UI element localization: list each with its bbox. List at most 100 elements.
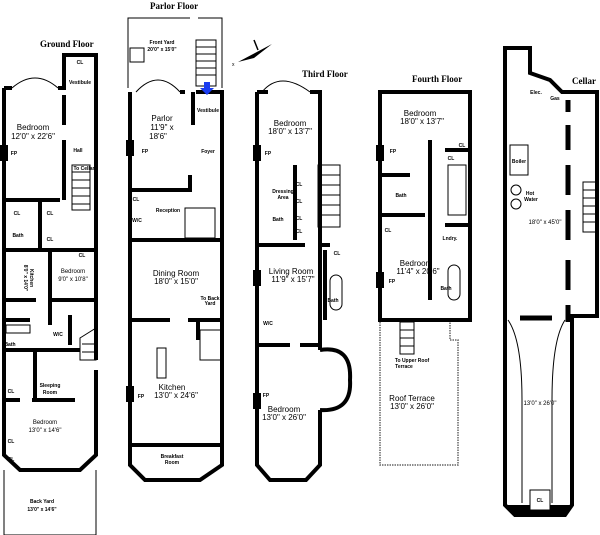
ground-room-label: Room [43,390,58,396]
ground-kitchen-label: Kitchen [28,269,34,287]
third-fp-label: FP [265,151,272,157]
ground-vestibule-label: Vestibule [69,80,91,86]
roof-terrace-size: 13'0" x 26'0" [390,402,434,411]
ground-wc-label: W/C [53,332,63,338]
third-floor-plan [253,80,353,482]
ground-bedroom3-label: Bedroom [33,420,57,426]
fourth-bedroom-label: Bedroom [404,109,437,118]
fourth-cl-label: CL [448,156,455,162]
breakfast-room-label: Room [165,460,180,466]
ground-cl-label: CL [79,253,86,259]
water-label: Water [524,197,538,203]
dressing-area-label: Area [277,195,288,201]
cellar-main-size: 18'0" x 45'0" [529,220,562,226]
third-bedroom2-label: Bedroom [268,405,301,414]
fourth-floor-plan [376,90,472,466]
parlor-wc-label: W/C [132,218,142,224]
third-bedroom2-size: 13'0" x 26'0" [262,413,306,422]
parlor-floor-plan [126,17,224,482]
back-yard-label: Back Yard [30,499,54,505]
ground-bedroom2-label: Bedroom [61,269,85,275]
fourth-bath-label: Bath [440,286,451,292]
ground-cl-label: CL [14,211,21,217]
laundry-label: Lndry. [443,236,459,242]
third-cl-label: CL [334,251,341,257]
boiler-label: Boiler [512,159,526,165]
parlor-label: Parlor [151,114,173,123]
third-bath-label: Bath [327,298,338,304]
fourth-bedroom2-size: 11'4" x 20'6" [396,267,439,276]
compass-north-arrow-icon: x [232,39,272,68]
gas-label: Gas [550,96,560,102]
third-bath-label: Bath [272,217,283,223]
ground-cl-label: CL [77,60,84,66]
dining-room-label: Dining Room [153,269,200,278]
ground-cl-label: CL [8,457,15,463]
kitchen-fp-label: FP [138,394,145,400]
fourth-bedroom-size: 18'0" x 13'7" [400,117,444,126]
living-room-label: Living Room [269,267,314,276]
third-bedroom-size: 18'0" x 13'7" [268,127,312,136]
ground-bath-label: Bath [12,233,23,239]
foyer-label: Foyer [201,149,215,155]
fourth-bath-label: Bath [395,193,406,199]
fourth-cl-label: CL [385,228,392,234]
ground-floor-title: Ground Floor [40,39,94,49]
fourth-fp-label: FP [389,279,396,285]
third-cl-label: CL [296,182,303,188]
ground-bedroom2-size: 9'0" x 10'8" [58,277,88,283]
ground-bedroom-label: Bedroom [17,123,50,132]
dressing-label: Dressing [272,189,293,195]
ground-kitchen-size: 8'0" x 14'0" [22,265,28,292]
parlor-cl-label: CL [133,197,140,203]
third-cl-label: CL [296,199,303,205]
front-yard-size: 20'0" x 15'0" [147,47,177,53]
ground-hall-label: Hall [73,148,83,154]
ground-cl-label: CL [47,211,54,217]
to-upper-terrace-label: Terrace [395,364,413,370]
kitchen-label: Kitchen [159,383,186,392]
ground-to-cellar-label: To Cellar [73,166,94,172]
back-yard-size: 13'0" x 14'6" [27,507,57,513]
third-bedroom-label: Bedroom [274,119,307,128]
parlor-vestibule-label: Vestibule [197,108,219,114]
ground-fp-label: FP [11,151,18,157]
living-room-size: 11'9" x 15'7" [271,275,314,284]
parlor-size-2: 18'6" [149,132,167,141]
ground-cl-label: CL [8,439,15,445]
to-upper-roof-label: To Upper Roof [395,358,430,364]
fourth-floor-title: Fourth Floor [412,74,462,84]
third-cl-label: CL [296,229,303,235]
dining-room-size: 18'0" x 15'0" [154,277,198,286]
ground-bath-label: Bath [4,342,15,348]
ground-bedroom-size: 12'0" x 22'6" [11,132,55,141]
hot-label: Hot [526,191,535,197]
svg-text:x: x [232,62,235,68]
ground-bedroom3-size: 13'0" x 14'6" [29,428,62,434]
ground-floor-plan [0,53,98,535]
fourth-bedroom2-label: Bedroom [400,259,433,268]
cellar-cl-label: CL [537,498,544,504]
ground-cl-label: CL [8,389,15,395]
front-yard-label: Front Yard [150,40,175,46]
cellar-title: Cellar [572,76,596,86]
parlor-size-1: 11'9" x [150,123,173,132]
cellar-plan [503,46,599,517]
third-cl-label: CL [296,216,303,222]
reception-label: Reception [156,208,180,214]
kitchen-size: 13'0" x 24'6" [154,391,198,400]
ground-sleeping-label: Sleeping [40,383,61,389]
breakfast-label: Breakfast [161,454,184,460]
parlor-floor-title: Parlor Floor [150,1,198,11]
roof-terrace-label: Roof Terrace [389,394,435,403]
fourth-fp-label: FP [390,149,397,155]
cellar-rear-size: 13'0" x 26'0" [524,401,557,407]
entry-arrow-icon [200,82,214,95]
third-fp-label: FP [263,393,270,399]
ground-cl-label: CL [47,237,54,243]
to-back-yard-label: To Back [200,296,219,302]
third-wc-label: W/C [263,321,273,327]
parlor-fp-label: FP [142,149,149,155]
to-back-yard-label-2: Yard [205,301,216,307]
